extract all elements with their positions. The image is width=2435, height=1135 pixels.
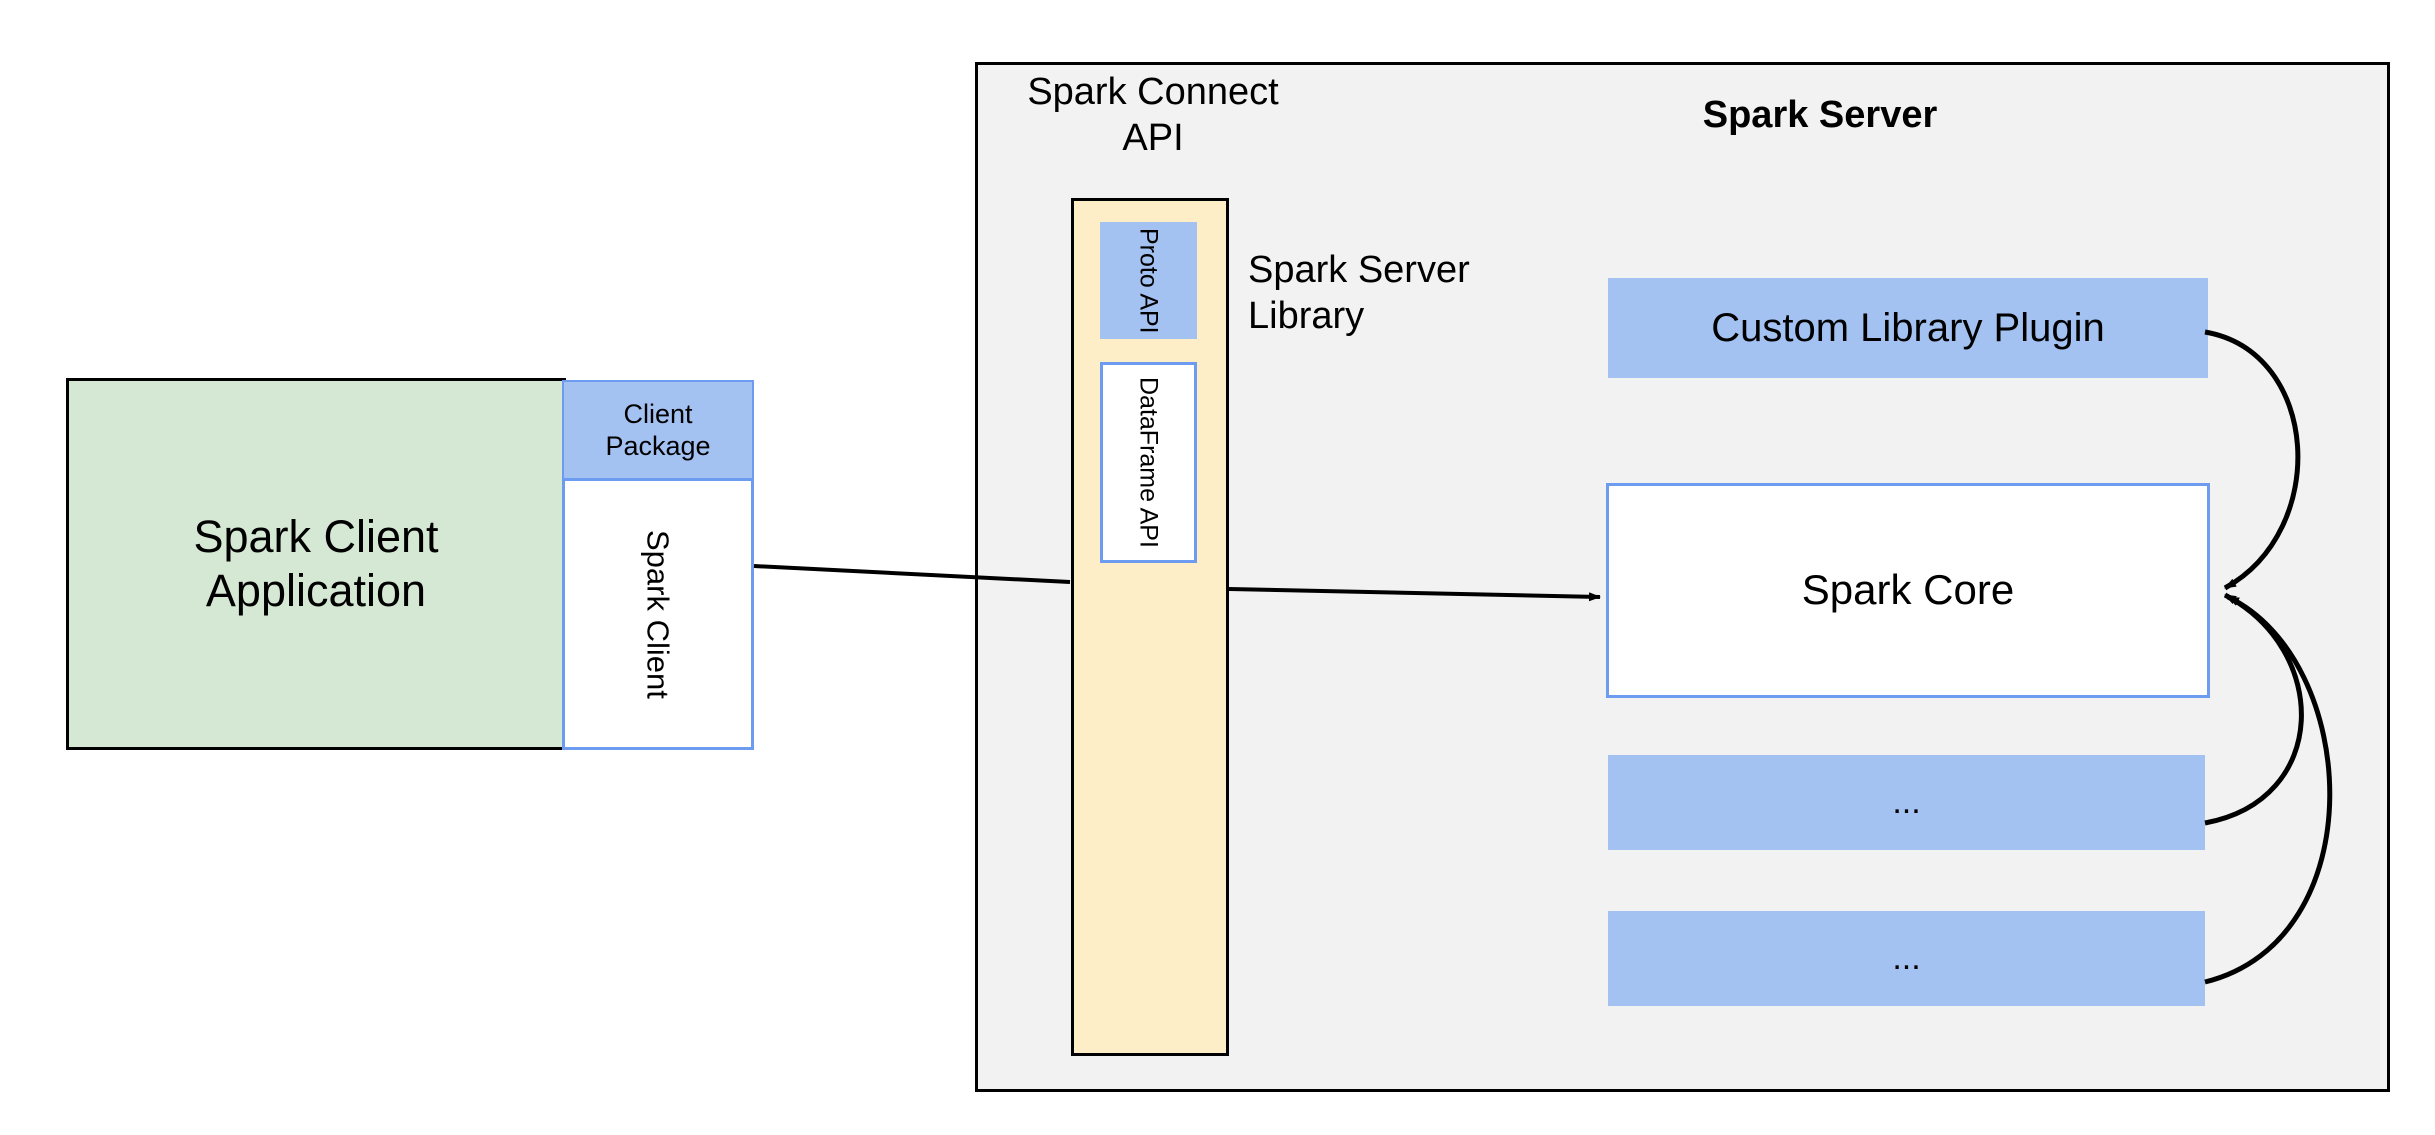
- client-package-box[interactable]: Client Package: [562, 380, 754, 478]
- spark-connect-api-label: Spark Connect API: [1000, 66, 1306, 166]
- ellipsis-box-one[interactable]: ...: [1608, 755, 2205, 850]
- spark-server-library-label-text: Spark Server Library: [1248, 249, 1470, 337]
- spark-core-label: Spark Core: [1801, 566, 2015, 614]
- proto-api-label: Proto API: [1134, 227, 1163, 334]
- spark-server-title: Spark Server: [1560, 92, 2080, 140]
- spark-client-application-label: Spark Client Application: [193, 511, 439, 616]
- spark-connect-api-column: [1071, 198, 1229, 1056]
- spark-client-box[interactable]: Spark Client: [562, 478, 754, 750]
- spark-core-box[interactable]: Spark Core: [1606, 483, 2210, 698]
- dataframe-api-box[interactable]: DataFrame API: [1100, 362, 1197, 563]
- ellipsis-two-label: ...: [1892, 939, 1921, 978]
- spark-client-label: Spark Client: [640, 529, 676, 699]
- client-package-label: Client Package: [605, 398, 711, 461]
- custom-library-plugin-label: Custom Library Plugin: [1711, 306, 2105, 350]
- proto-api-box[interactable]: Proto API: [1100, 222, 1197, 339]
- dataframe-api-label: DataFrame API: [1134, 377, 1163, 548]
- spark-client-application-box[interactable]: Spark Client Application: [66, 378, 566, 750]
- spark-server-title-label: Spark Server: [1702, 94, 1938, 137]
- ellipsis-box-two[interactable]: ...: [1608, 911, 2205, 1006]
- custom-library-plugin-box[interactable]: Custom Library Plugin: [1608, 278, 2208, 378]
- spark-connect-api-label-text: Spark Connect API: [1027, 71, 1279, 159]
- spark-server-library-label: Spark Server Library: [1248, 242, 1578, 346]
- ellipsis-one-label: ...: [1892, 783, 1921, 822]
